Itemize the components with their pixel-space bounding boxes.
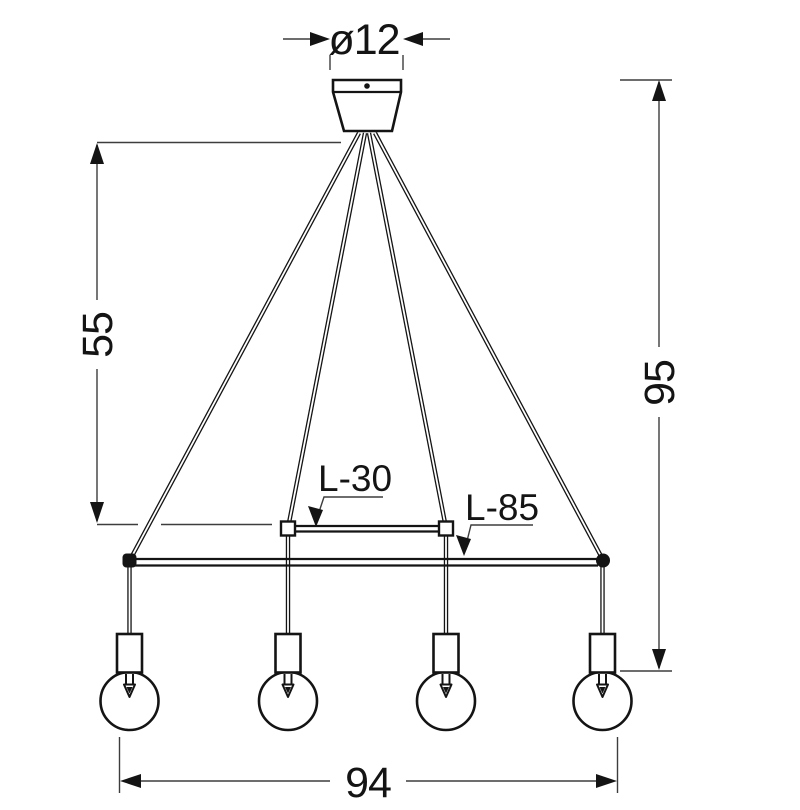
canopy-screw-icon [364,83,370,89]
dimension-arrowheads [90,32,666,788]
arrowhead-left-icon [403,32,423,46]
arrowhead-up-icon [90,143,104,164]
drop-dimension-value: 55 [74,312,122,358]
width-dimension-value: 94 [345,759,391,807]
lamp-fixture [99,78,633,732]
cord-length-label-short: L-30 [318,458,392,499]
arrowhead-right-icon [596,774,617,788]
suspension-cable-cores [128,132,604,636]
diameter-dimension-value: ø12 [328,16,399,64]
main-cross-bar [122,553,610,568]
inner-bar-connector-right [437,520,455,537]
arrowhead-right-icon [310,32,330,46]
cord-length-label-long: L-85 [465,487,539,528]
arrowhead-leader-l30-icon [308,506,323,527]
diameter-dimension [283,38,450,70]
main-bar-cap-left [122,553,137,568]
arrowhead-down-icon [652,649,666,670]
arrowhead-left-icon [120,774,141,788]
height-dimension [620,79,672,672]
arrowhead-leader-l85-icon [456,535,471,556]
dimension-annotations: ø12 55 95 94 L-30 L-85 [74,16,684,807]
arrowhead-down-icon [90,502,104,523]
main-bar-cap-right [596,553,610,568]
inner-cross-bar [279,520,455,537]
height-dimension-value: 95 [636,360,684,406]
width-dimension [118,737,619,793]
ceiling-canopy [331,78,403,133]
arrowhead-up-icon [652,80,666,101]
inner-bar-connector-left [279,520,297,537]
drop-dimension [96,141,341,526]
